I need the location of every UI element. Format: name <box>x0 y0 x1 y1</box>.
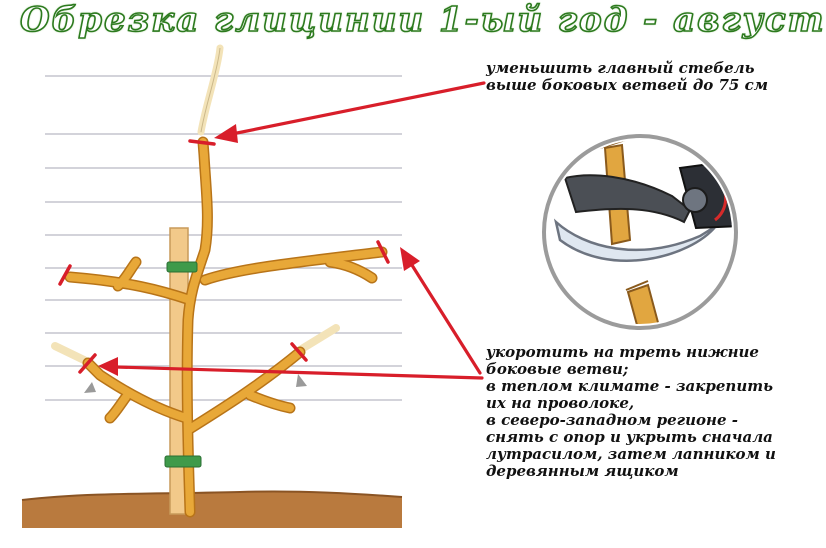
cut-mark-upper-right <box>376 240 390 264</box>
pruned-tip-left <box>51 342 88 364</box>
upper-right-twig <box>326 258 376 282</box>
soil <box>22 491 402 528</box>
cut-mark-leader <box>188 139 216 146</box>
upper-left-branch <box>66 273 194 304</box>
pruning-diagram <box>21 44 738 528</box>
support-wires <box>45 75 402 401</box>
wisteria-plant <box>64 136 388 518</box>
lower-right-twig <box>246 391 294 412</box>
upper-left-twig <box>114 258 140 290</box>
upper-tie <box>166 261 198 273</box>
bend-arrow-right <box>296 374 307 387</box>
cut-marks <box>58 139 390 374</box>
pruner-upper-blade <box>563 174 692 224</box>
cut-mark-lower-right <box>290 342 308 362</box>
arrow-to-leader <box>230 81 486 136</box>
arrow-to-lower-left <box>114 365 484 380</box>
bend-arrow-left <box>84 382 96 393</box>
lower-left-twig <box>106 393 130 422</box>
lower-left-branch <box>84 359 190 422</box>
pointer-arrows <box>98 81 486 380</box>
bend-arrows <box>84 374 307 393</box>
diagram-title: Обрезка глицинии 1-ый год - август <box>19 0 826 41</box>
cut-mark-upper-left <box>58 264 72 286</box>
side-branches-instruction: укоротить на треть нижние боковые ветви;… <box>486 343 776 480</box>
main-stem-instruction: уменьшить главный стебель выше боковых в… <box>486 59 768 94</box>
lower-right-branch <box>184 348 304 434</box>
pruner-pivot <box>682 187 708 213</box>
lower-tie <box>164 455 202 468</box>
upper-right-branch <box>201 248 386 284</box>
pruned-tip-right <box>296 324 340 354</box>
pruner-detail <box>542 134 738 330</box>
soil-surface <box>21 490 403 501</box>
cut-mark-lower-left <box>78 353 97 374</box>
arrow-to-upper-right <box>408 260 482 375</box>
